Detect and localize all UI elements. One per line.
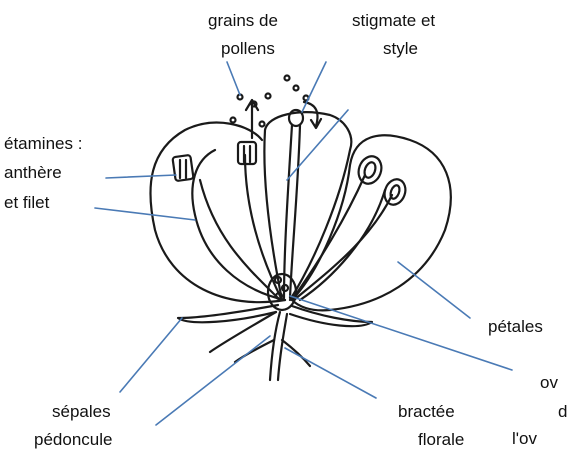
- label-stigma-line2: style: [383, 38, 418, 60]
- label-bract-line2: florale: [418, 429, 464, 451]
- pollen-grain: [260, 122, 265, 127]
- pollen-grain: [231, 118, 236, 123]
- anther-right-2: [381, 176, 409, 207]
- anther-right: [355, 153, 385, 187]
- leader-petals: [398, 262, 470, 318]
- leader-bract: [285, 348, 376, 398]
- leader-anther: [106, 175, 176, 178]
- label-stigma-line1: stigmate et: [352, 10, 435, 32]
- label-petals: pétales: [488, 316, 543, 338]
- anther-left: [172, 155, 193, 181]
- leader-stigma: [302, 62, 326, 112]
- label-stamens-line3: et filet: [4, 192, 49, 214]
- leader-pollen: [227, 62, 240, 95]
- label-sepals: sépales: [52, 401, 111, 423]
- label-ovule-line1: ov: [540, 372, 558, 394]
- label-peduncle: pédoncule: [34, 429, 112, 451]
- label-stamens-line2: anthère: [4, 162, 62, 184]
- leader-sepals: [120, 318, 182, 392]
- pollen-arrow: [246, 100, 258, 138]
- pollen-grain: [285, 76, 290, 81]
- label-ovule-line3: l'ov: [512, 428, 537, 450]
- center-petal: [264, 112, 351, 300]
- pollen-grain: [294, 86, 299, 91]
- label-pollen-line2: pollens: [221, 38, 275, 60]
- anther-center: [238, 142, 256, 164]
- label-ovule-line2: d: [558, 401, 567, 423]
- label-pollen-line1: grains de: [208, 10, 278, 32]
- label-stamens-line1: étamines :: [4, 133, 82, 155]
- pollen-grain: [266, 94, 271, 99]
- leader-ovule: [290, 296, 512, 370]
- pollination-arrow: [304, 102, 321, 128]
- peduncle-2: [278, 314, 287, 380]
- label-bract-line1: bractée: [398, 401, 455, 423]
- filament-right: [292, 175, 365, 300]
- leader-filament: [95, 208, 195, 220]
